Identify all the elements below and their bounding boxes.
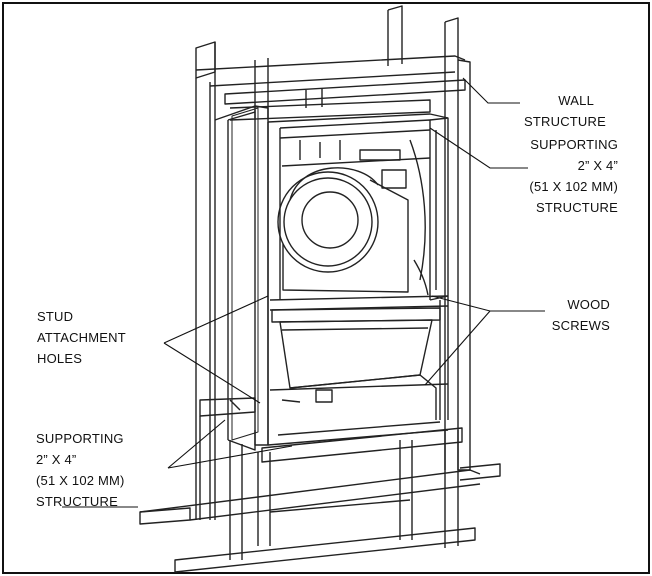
leader-screw-1 [431, 295, 545, 312]
cabinet-side-panel [231, 107, 259, 441]
label-supporting-bottom-line4: STRUCTURE [36, 494, 118, 509]
bottom-frame [139, 427, 501, 573]
label-stud-line2: ATTACHMENT [37, 330, 126, 345]
label-supporting-bottom-line1: SUPPORTING [36, 431, 124, 446]
leader-supporting-top [429, 127, 528, 169]
label-wall-structure-line1: WALL [558, 93, 594, 108]
leader-wall [462, 77, 520, 104]
label-wall-structure-line2: STRUCTURE [524, 114, 606, 129]
air-handler-cabinet [267, 113, 449, 446]
label-supporting-top-line4: STRUCTURE [536, 200, 618, 215]
wall-stud-right [457, 59, 471, 471]
leader-stud-1 [163, 295, 269, 344]
leader-supporting-bottom-1 [167, 419, 226, 469]
label-wood-screws-line1: WOOD [567, 297, 610, 312]
label-stud-line3: HOLES [37, 351, 83, 366]
wall-frame-top [195, 5, 466, 520]
label-supporting-top-line3: (51 X 102 MM) [529, 179, 618, 194]
label-supporting-bottom-line2: 2” X 4” [36, 452, 77, 467]
label-supporting-bottom-line3: (51 X 102 MM) [36, 473, 125, 488]
label-stud-attachment-holes: STUD ATTACHMENT HOLES [37, 306, 126, 369]
label-supporting-top-line1: SUPPORTING [530, 137, 618, 152]
label-wood-screws: WOOD SCREWS [540, 294, 610, 336]
blower-assembly [277, 139, 429, 296]
label-supporting-top: SUPPORTING 2” X 4” (51 X 102 MM) STRUCTU… [494, 134, 618, 218]
leader-supporting-bottom-2 [167, 445, 293, 469]
leader-stud-2 [163, 342, 261, 404]
leader-lines [62, 77, 545, 508]
label-wall-structure: WALL STRUCTURE [524, 90, 606, 132]
label-wood-screws-line2: SCREWS [551, 318, 610, 333]
label-supporting-top-line2: 2” X 4” [577, 158, 618, 173]
label-supporting-bottom: SUPPORTING 2” X 4” (51 X 102 MM) STRUCTU… [36, 428, 125, 512]
coil-section [271, 307, 441, 420]
label-stud-line1: STUD [37, 309, 74, 324]
leader-screw-2 [424, 310, 491, 386]
